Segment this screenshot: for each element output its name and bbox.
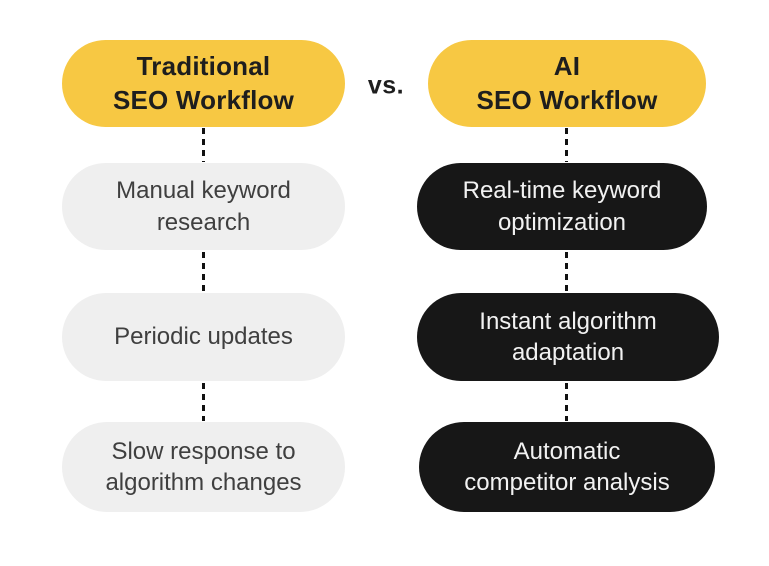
dashed-connector-left-2 (202, 252, 205, 292)
traditional-item-slow-response: Slow response to algorithm changes (62, 422, 345, 512)
traditional-item-periodic-updates: Periodic updates (62, 293, 345, 381)
ai-item-automatic-competitor-analysis: Automatic competitor analysis (419, 422, 715, 512)
dashed-connector-right-1 (565, 128, 568, 162)
dashed-connector-right-3 (565, 383, 568, 421)
dashed-connector-right-2 (565, 252, 568, 292)
traditional-item-manual-keyword-research: Manual keyword research (62, 163, 345, 250)
ai-item-realtime-keyword-optimization: Real-time keyword optimization (417, 163, 707, 250)
traditional-workflow-header-pill: Traditional SEO Workflow (62, 40, 345, 127)
ai-item-instant-algorithm-adaptation: Instant algorithm adaptation (417, 293, 719, 381)
dashed-connector-left-1 (202, 128, 205, 162)
vs-label: vs. (367, 71, 405, 100)
dashed-connector-left-3 (202, 383, 205, 421)
ai-workflow-header-pill: AI SEO Workflow (428, 40, 706, 127)
